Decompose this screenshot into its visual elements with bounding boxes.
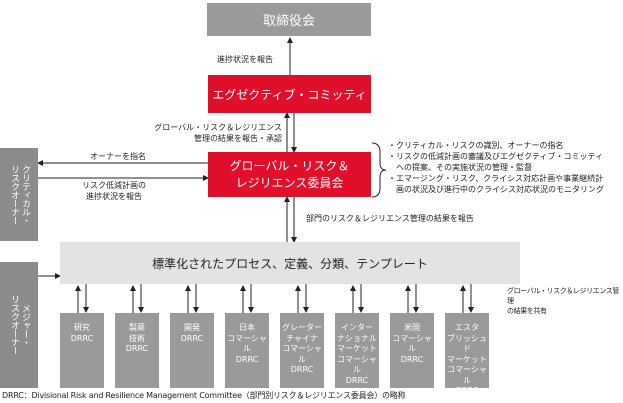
grrc-title: グローバル・リスク＆ レジリエンス委員会 (229, 158, 350, 190)
label-grm-report: グローバル・リスク＆レジリエンス 管理の結果を報告・承認 (154, 123, 282, 143)
critical-owner-title: クリティカル・ リスクオーナー (9, 164, 30, 225)
dept-box: 米国 コマーシャル DRRC (390, 313, 434, 388)
dept-box: グレーター チャイナ コマーシャル DRRC (280, 313, 324, 388)
standard-platform-box: 標準化されたプロセス、定義、分類、テンプレート (60, 242, 520, 284)
dept-label: グレーター チャイナ コマーシャル DRRC (282, 323, 322, 374)
bullet-item: ・リスクの低減計画の審議及びエグゼクティブ・コミッティ への提案、その実施状況の… (388, 152, 604, 172)
dept-box: インター ナショナル マーケット コマーシャル DRRC (335, 313, 379, 388)
label-share-results: グローバル・リスク＆レジリエンス管理 の結果を共有 (507, 287, 619, 315)
dept-box: 研究 DRRC (60, 313, 104, 388)
label-owner-assign: オーナーを指名 (90, 152, 146, 161)
dept-label: 開発 DRRC (180, 323, 204, 343)
dept-arrows (75, 284, 474, 313)
dept-label: インター ナショナル マーケット コマーシャル DRRC (337, 323, 377, 385)
dept-label: 研究 DRRC (70, 323, 94, 343)
dept-label: 製薬 技術 DRRC (125, 323, 149, 353)
footnote: DRRC：Divisional Risk and Resilience Mana… (2, 391, 406, 400)
dept-box: 製薬 技術 DRRC (115, 313, 159, 388)
major-owner-box: メジャー・ リスクオーナー (0, 262, 38, 388)
grrc-box: グローバル・リスク＆ レジリエンス委員会 (208, 152, 371, 197)
standard-platform-title: 標準化されたプロセス、定義、分類、テンプレート (152, 256, 428, 271)
dept-box: 開発 DRRC (170, 313, 214, 388)
board-title: 取締役会 (262, 14, 315, 29)
exec-committee-box: エグゼクティブ・コミッティ (208, 75, 371, 113)
bullet-item: ・クリティカル・リスクの識別、オーナーの指名 (388, 141, 564, 150)
dept-box: 日本 コマーシャル DRRC (225, 313, 269, 388)
major-owner-title: メジャー・ リスクオーナー (9, 295, 30, 355)
dept-label: エスタ ブリッシュド マーケット コマーシャル DRRC (447, 323, 487, 395)
exec-committee-title: エグゼクティブ・コミッティ (212, 87, 367, 102)
bullets-brace (371, 142, 387, 198)
dept-label: 日本 コマーシャル DRRC (227, 323, 267, 364)
dept-label: 米国 コマーシャル DRRC (392, 323, 432, 364)
label-mitigation-report: リスク低減計画の 進捗状況を報告 (82, 181, 146, 201)
label-progress-report: 進捗状況を報告 (217, 55, 273, 64)
critical-owner-box: クリティカル・ リスクオーナー (0, 148, 38, 241)
dept-box: エスタ ブリッシュド マーケット コマーシャル DRRC (445, 313, 489, 395)
label-dept-report: 部門のリスク＆レジリエンス管理の結果を報告 (306, 214, 474, 223)
board-box: 取締役会 (207, 3, 371, 36)
bullet-item: ・エマージング・リスク、クライシス対応計画や事業継続計 画の状況及び進行中のクラ… (388, 174, 604, 194)
grrc-responsibilities: ・クリティカル・リスクの識別、オーナーの指名 ・リスクの低減計画の審議及びエグゼ… (388, 140, 620, 195)
